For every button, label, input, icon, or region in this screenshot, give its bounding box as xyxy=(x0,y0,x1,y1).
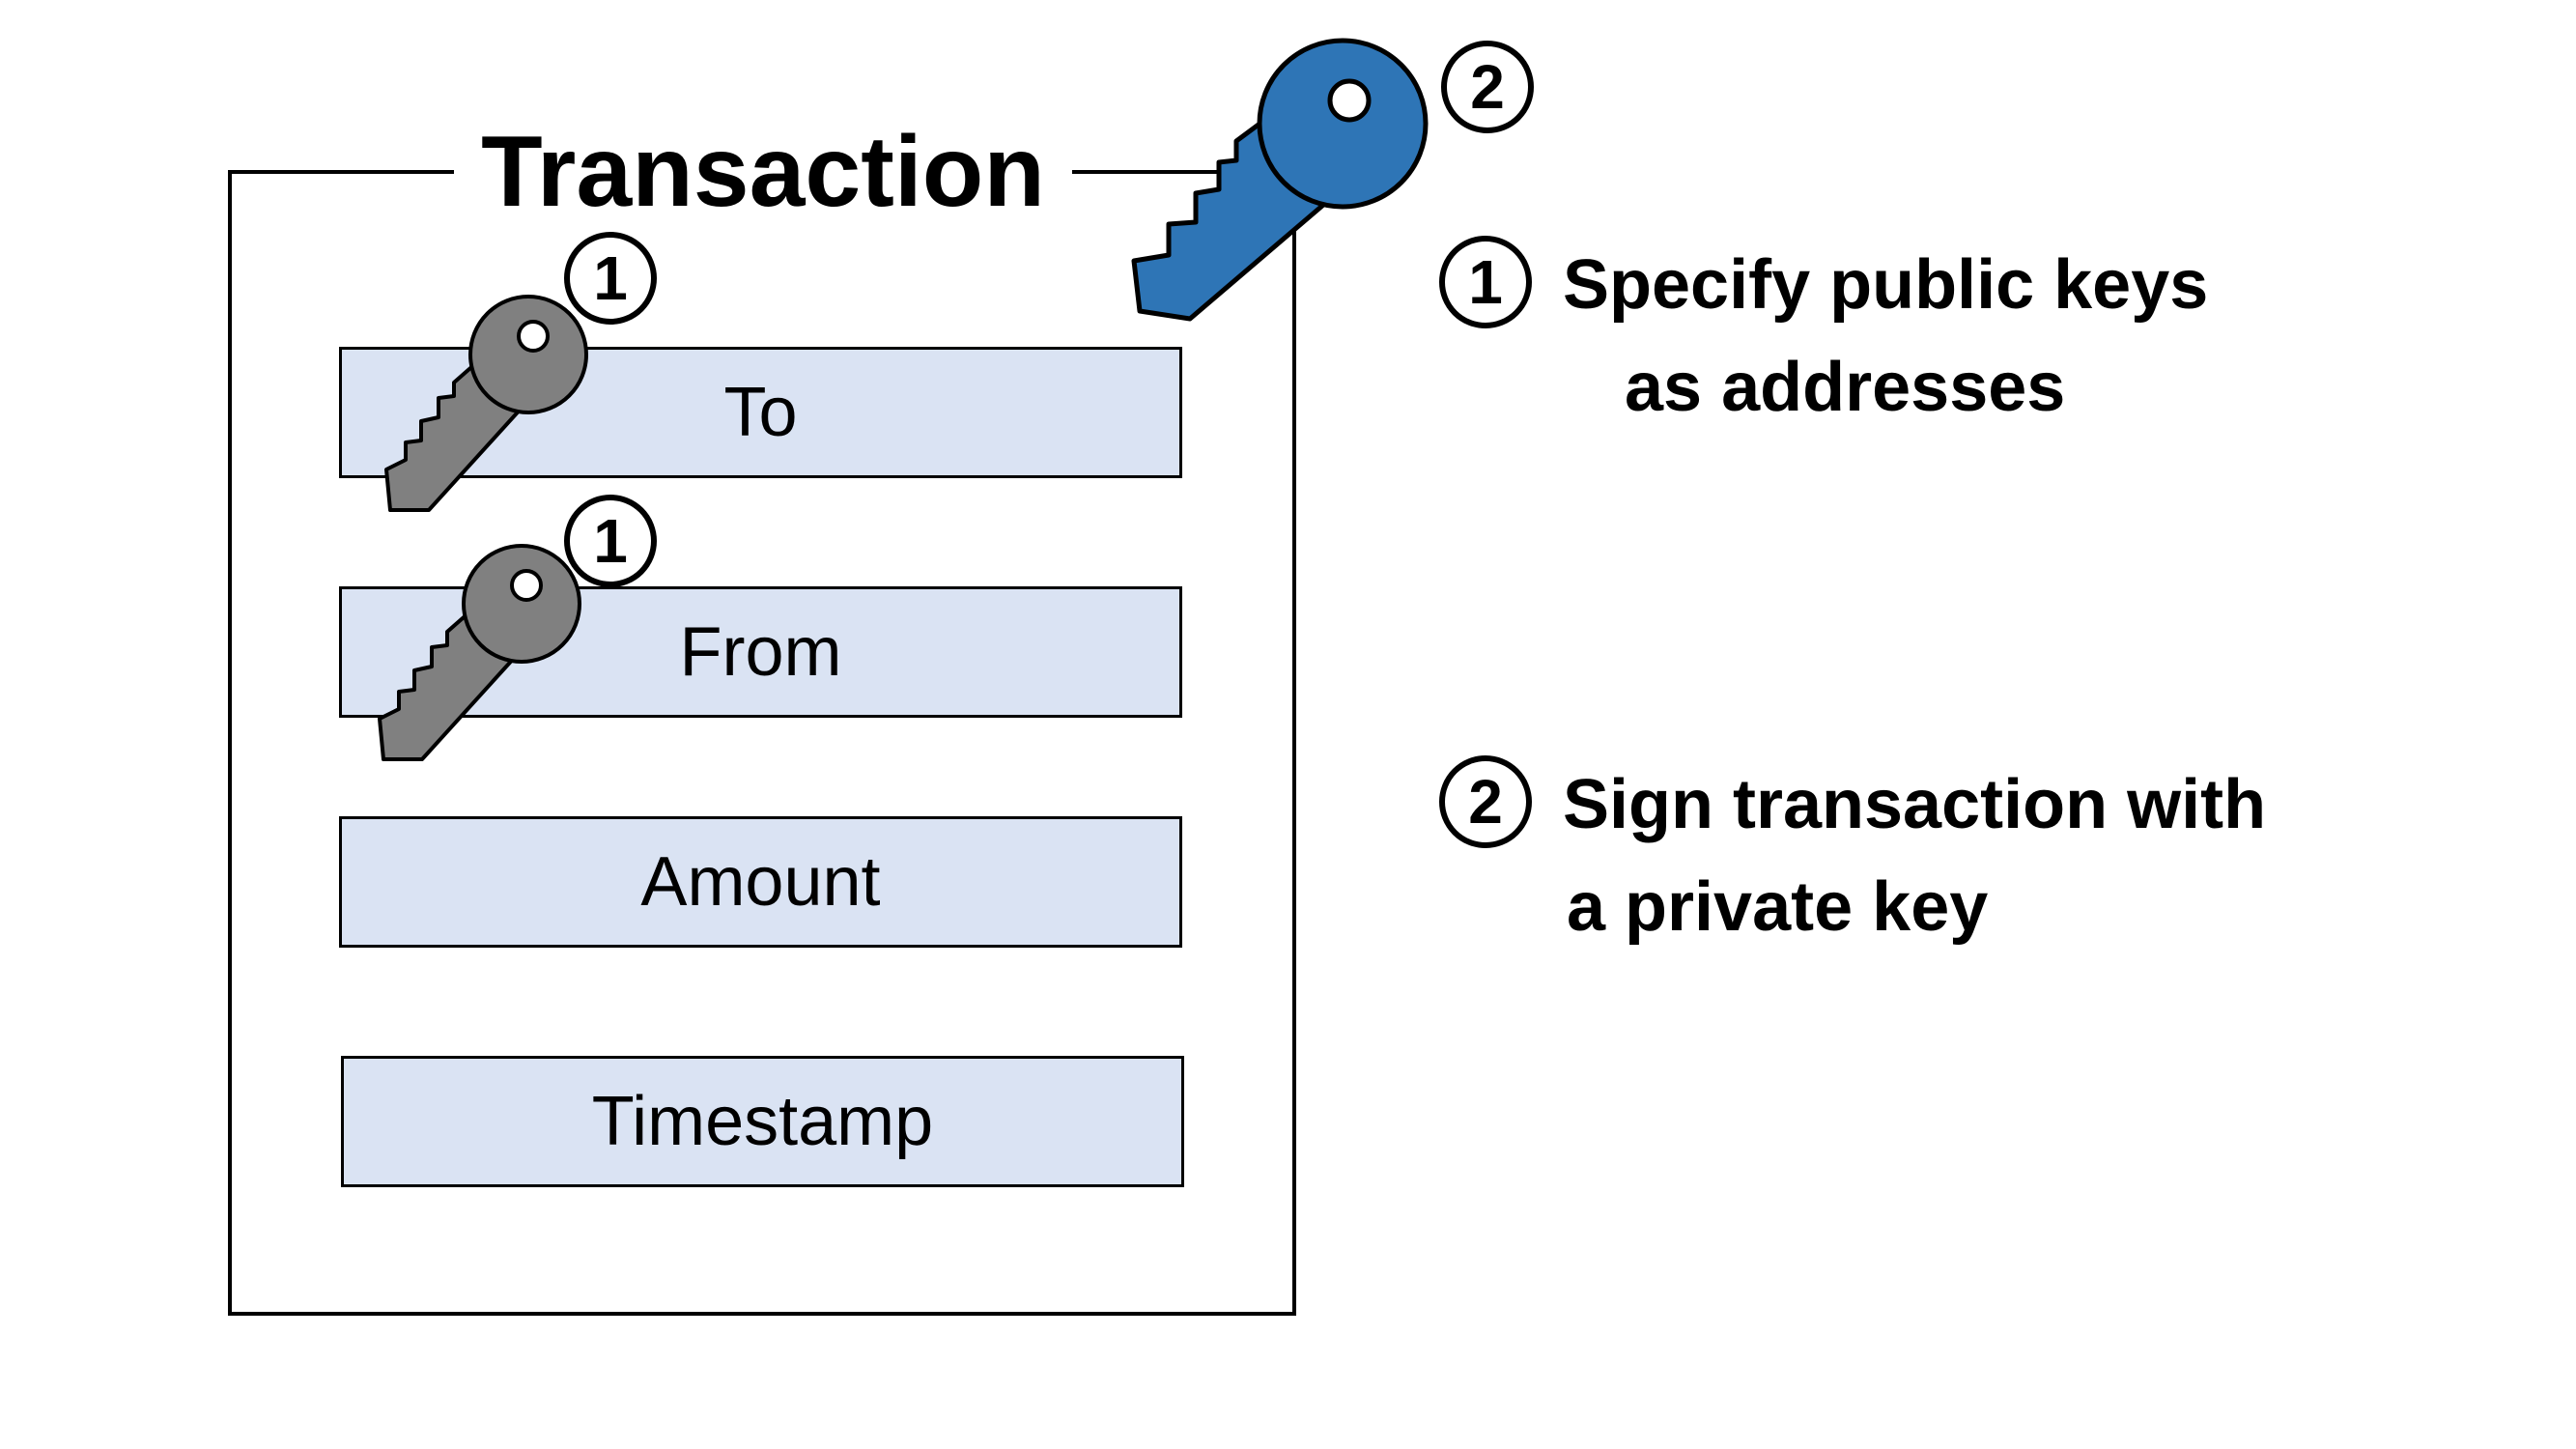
legend-step-1-text-continued: as addresses xyxy=(1625,349,2066,426)
private-key-icon xyxy=(1131,38,1429,322)
step-badge: 2 xyxy=(1441,41,1534,133)
field-amount: Amount xyxy=(339,816,1182,948)
legend-step-2-badge: 2 xyxy=(1439,755,1532,848)
legend-step-1-text: Specify public keys xyxy=(1563,246,2209,324)
legend-step-1-badge: 1 xyxy=(1439,236,1532,328)
legend-step-2-text-continued: a private key xyxy=(1567,868,1989,946)
legend-step-2-text: Sign transaction with xyxy=(1563,766,2267,843)
public-key-icon xyxy=(384,295,588,512)
step-badge: 1 xyxy=(564,495,657,587)
public-key-icon xyxy=(378,544,581,761)
transaction-title: Transaction xyxy=(454,114,1072,230)
step-badge: 1 xyxy=(564,232,657,325)
field-timestamp: Timestamp xyxy=(341,1056,1184,1187)
